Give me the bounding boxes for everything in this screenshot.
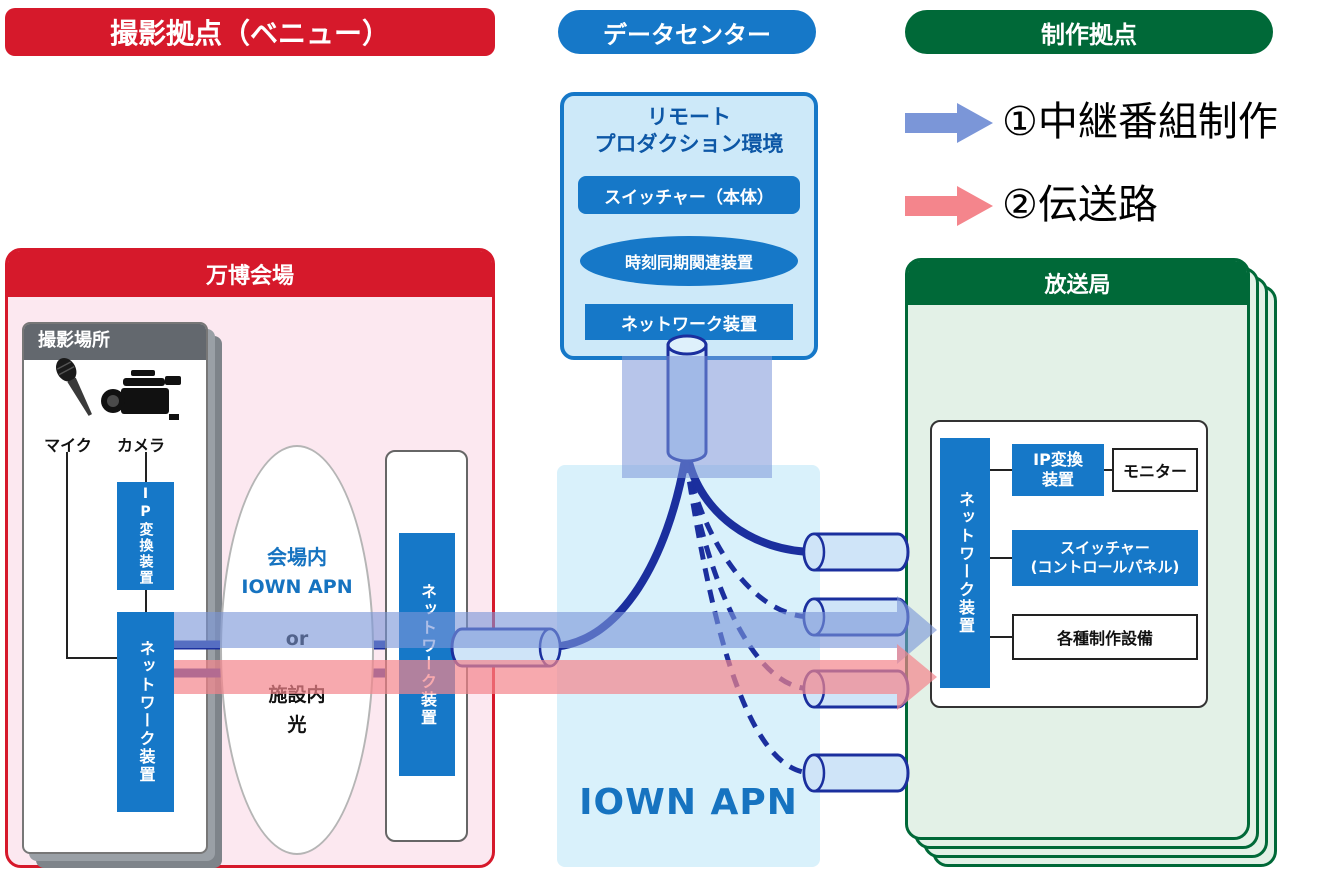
camera-label: カメラ [116,436,165,455]
iown-apn-label: IOWN APN [579,782,798,823]
bc-ip-converter-line1: IP変換 [1033,450,1083,469]
bc-switcher-panel: スイッチャー (コントロールパネル) [1012,530,1198,586]
datacenter-box: リモート プロダクション環境 スイッチャー（本体） 時刻同期関連装置 ネットワー… [560,92,818,360]
broadcast-title: 放送局 [908,261,1247,305]
bc-equipment: 各種制作設備 [1012,614,1198,660]
bc-network-device: ネットワーク装置 [940,438,990,688]
bc-connector-line-1 [990,469,1012,471]
bc-switcher-line1: スイッチャー [1060,539,1150,557]
datacenter-flow-band [622,356,772,478]
edge-network-device: ネットワーク装置 [399,533,455,776]
oval-line-1: 会場内 [267,545,327,569]
venue-ip-converter: IP変換装置 [117,482,174,590]
datacenter-title-line1: リモート [647,105,731,129]
legend-pink-arrow-icon [905,186,993,226]
banner-production: 制作拠点 [905,10,1273,54]
bc-connector-line-4 [990,636,1012,638]
banner-datacenter: データセンター [558,10,816,54]
shooting-area-title: 撮影場所 [24,324,206,360]
bc-connector-line-3 [990,557,1012,559]
datacenter-title: リモート プロダクション環境 [564,104,814,158]
microphone-icon [56,357,92,416]
bc-connector-line-2 [1104,469,1112,471]
venue-title: 万博会場 [8,251,492,297]
bc-switcher-line2: (コントロールパネル) [1030,558,1180,576]
legend-blue-arrow-icon [905,103,993,143]
banner-venue: 撮影拠点（ベニュー） [5,8,495,56]
bc-ip-converter-line2: 装置 [1041,470,1074,489]
datacenter-title-line2: プロダクション環境 [594,132,784,156]
oval-line-5: 光 [287,714,307,736]
dc-time-sync-device: 時刻同期関連装置 [580,236,798,286]
bc-monitor: モニター [1112,448,1198,492]
oval-line-4: 施設内 [268,684,326,706]
legend-label-transmission: ②伝送路 [1002,182,1158,228]
bc-ip-converter: IP変換 装置 [1012,444,1104,496]
legend-label-relay: ①中継番組制作 [1002,99,1278,145]
mic-label: マイク [44,436,92,455]
camera-icon [101,370,181,420]
dc-network-device: ネットワーク装置 [585,304,793,340]
oval-line-2: IOWN APN [241,576,353,598]
venue-oval: 会場内 IOWN APN or 施設内 光 [220,445,374,855]
oval-line-3: or [285,628,309,650]
dc-switcher: スイッチャー（本体） [578,176,800,214]
venue-network-device: ネットワーク装置 [117,612,174,812]
